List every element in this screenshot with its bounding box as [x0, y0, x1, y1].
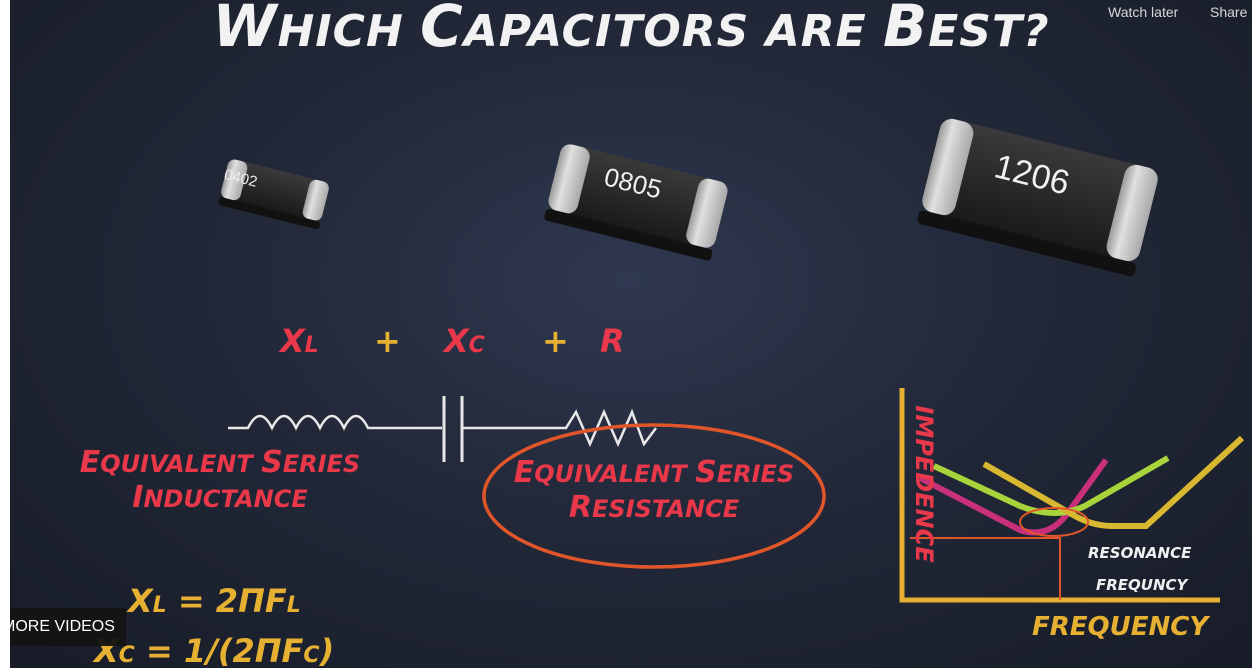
title-word-which: hich — [277, 6, 404, 57]
inductor-symbol — [228, 414, 442, 431]
formula-plus-1: + — [374, 322, 401, 360]
watch-later-button[interactable]: Watch later — [1108, 4, 1179, 20]
chip-1206 — [917, 118, 1158, 277]
more-videos-button[interactable]: MORE VIDEOS — [10, 608, 126, 646]
video-player[interactable]: Which Capacitors are Best? Watch later S… — [10, 0, 1252, 668]
equation-xl: XL = 2ΠFL — [128, 582, 301, 620]
formula-xc: XC — [444, 322, 485, 360]
title-word-best: est? — [928, 6, 1050, 57]
esr-label: Equivalent Series Resistance — [513, 455, 795, 525]
equation-xc: XC = 1/(2ΠFC) — [94, 632, 335, 668]
chip-0402 — [218, 159, 329, 230]
video-title: Which Capacitors are Best? — [10, 0, 1252, 60]
curve-green — [932, 455, 1170, 516]
title-initial-w: W — [212, 0, 278, 60]
esr-highlight-ellipse — [482, 423, 826, 569]
chart-x-label: Frequency — [1032, 612, 1209, 642]
chart-annotation-line2: Frequncy — [1096, 576, 1188, 594]
share-button[interactable]: Share — [1210, 4, 1248, 20]
video-graphics — [218, 118, 1245, 603]
chart-annotation-line1: Resonance — [1088, 544, 1192, 562]
chart-y-label: Impedence — [910, 405, 938, 563]
chip-0805 — [544, 144, 728, 261]
esl-label: Equivalent Series Inductance — [79, 445, 361, 515]
title-initial-b: B — [882, 0, 929, 60]
formula-r: R — [600, 322, 625, 360]
title-word-are: are — [765, 6, 867, 57]
title-initial-c: C — [420, 0, 464, 60]
formula-xl: XL — [280, 322, 319, 360]
title-word-capacitors: apacitors — [463, 6, 750, 57]
formula-plus-2: + — [542, 322, 569, 360]
resonance-marker — [1019, 507, 1089, 537]
curve-yellow — [982, 435, 1245, 529]
impedance-chart — [899, 388, 1245, 603]
resistor-symbol — [462, 408, 657, 448]
